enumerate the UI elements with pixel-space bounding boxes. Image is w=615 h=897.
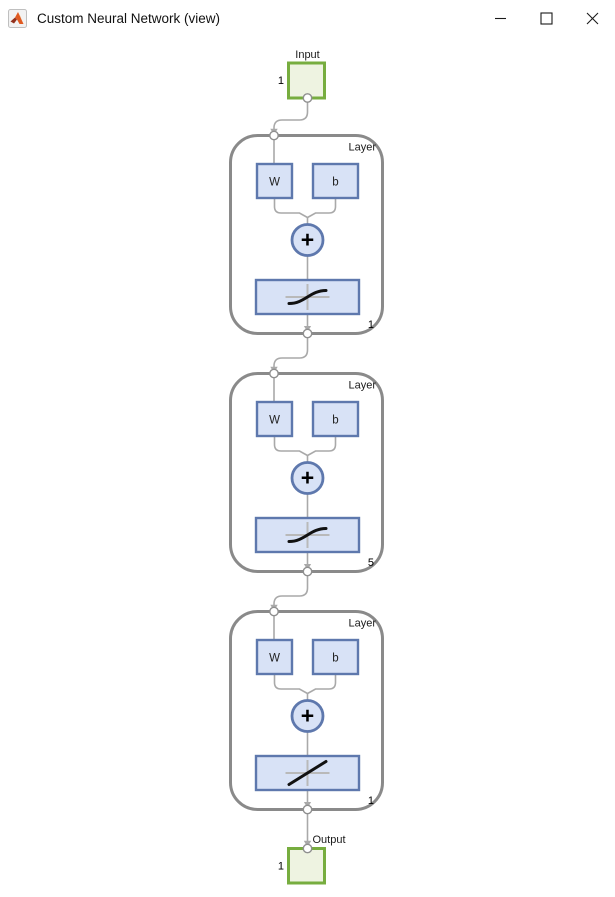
output-box: [287, 847, 326, 885]
connection-input-to-layer1: [270, 101, 309, 136]
weight-box: [255, 162, 294, 200]
bias-box: [311, 400, 360, 438]
titlebar[interactable]: Custom Neural Network (view): [0, 0, 615, 36]
bias-box: [311, 162, 360, 200]
matlab-logo-icon: [8, 9, 27, 28]
window-controls: [477, 0, 615, 36]
maximize-icon: [539, 11, 553, 25]
sum-node: [290, 223, 325, 257]
output-block: Output 1: [278, 834, 346, 885]
layer-block-3: Layer W b + 1: [229, 606, 384, 815]
output-size-label: 1: [278, 861, 284, 873]
maximize-button[interactable]: [523, 0, 569, 36]
weight-label: W: [269, 415, 280, 427]
layer-input-port: [269, 130, 279, 141]
close-icon: [586, 12, 598, 24]
layer-size-label: 1: [368, 319, 374, 331]
sum-node: [290, 699, 325, 733]
bias-label: b: [332, 177, 338, 189]
input-port: [302, 93, 313, 103]
weight-label: W: [269, 177, 280, 189]
transfer-curve-icon: [287, 760, 328, 786]
transfer-curve-icon: [287, 289, 328, 305]
weight-box: [255, 400, 294, 438]
output-label: Output: [313, 834, 346, 846]
sum-node: [290, 461, 325, 495]
input-block: Input 1: [278, 49, 326, 103]
plus-icon: +: [301, 465, 314, 491]
layer-output-port: [302, 566, 313, 577]
input-label: Input: [295, 49, 319, 61]
minimize-icon: [494, 17, 506, 19]
bias-label: b: [332, 415, 338, 427]
weight-box: [255, 638, 294, 676]
layer-input-port: [269, 368, 279, 379]
plus-icon: +: [301, 227, 314, 253]
bias-box: [311, 638, 360, 676]
layer-block-2: Layer W b + 5: [229, 368, 384, 577]
layer-label: Layer: [348, 380, 376, 392]
layer-block-1: Layer W b + 1: [229, 130, 384, 339]
layer-label: Layer: [348, 618, 376, 630]
connection-layer2-to-layer3: [270, 575, 309, 612]
layer-input-port: [269, 606, 279, 617]
input-box: [287, 61, 326, 100]
layer-size-label: 5: [368, 557, 374, 569]
minimize-button[interactable]: [477, 0, 523, 36]
close-button[interactable]: [569, 0, 615, 36]
connection-layer1-to-layer2: [270, 337, 309, 374]
layer-label: Layer: [348, 142, 376, 154]
plus-icon: +: [301, 703, 314, 729]
weight-label: W: [269, 653, 280, 665]
transfer-curve-icon: [287, 527, 328, 543]
layer-output-port: [302, 328, 313, 339]
layer-output-port: [302, 804, 313, 815]
window-title: Custom Neural Network (view): [37, 10, 221, 26]
connection-layer3-to-output: [303, 813, 312, 848]
bias-label: b: [332, 653, 338, 665]
input-size-label: 1: [278, 75, 284, 87]
output-port: [302, 843, 313, 854]
layer-size-label: 1: [368, 795, 374, 807]
